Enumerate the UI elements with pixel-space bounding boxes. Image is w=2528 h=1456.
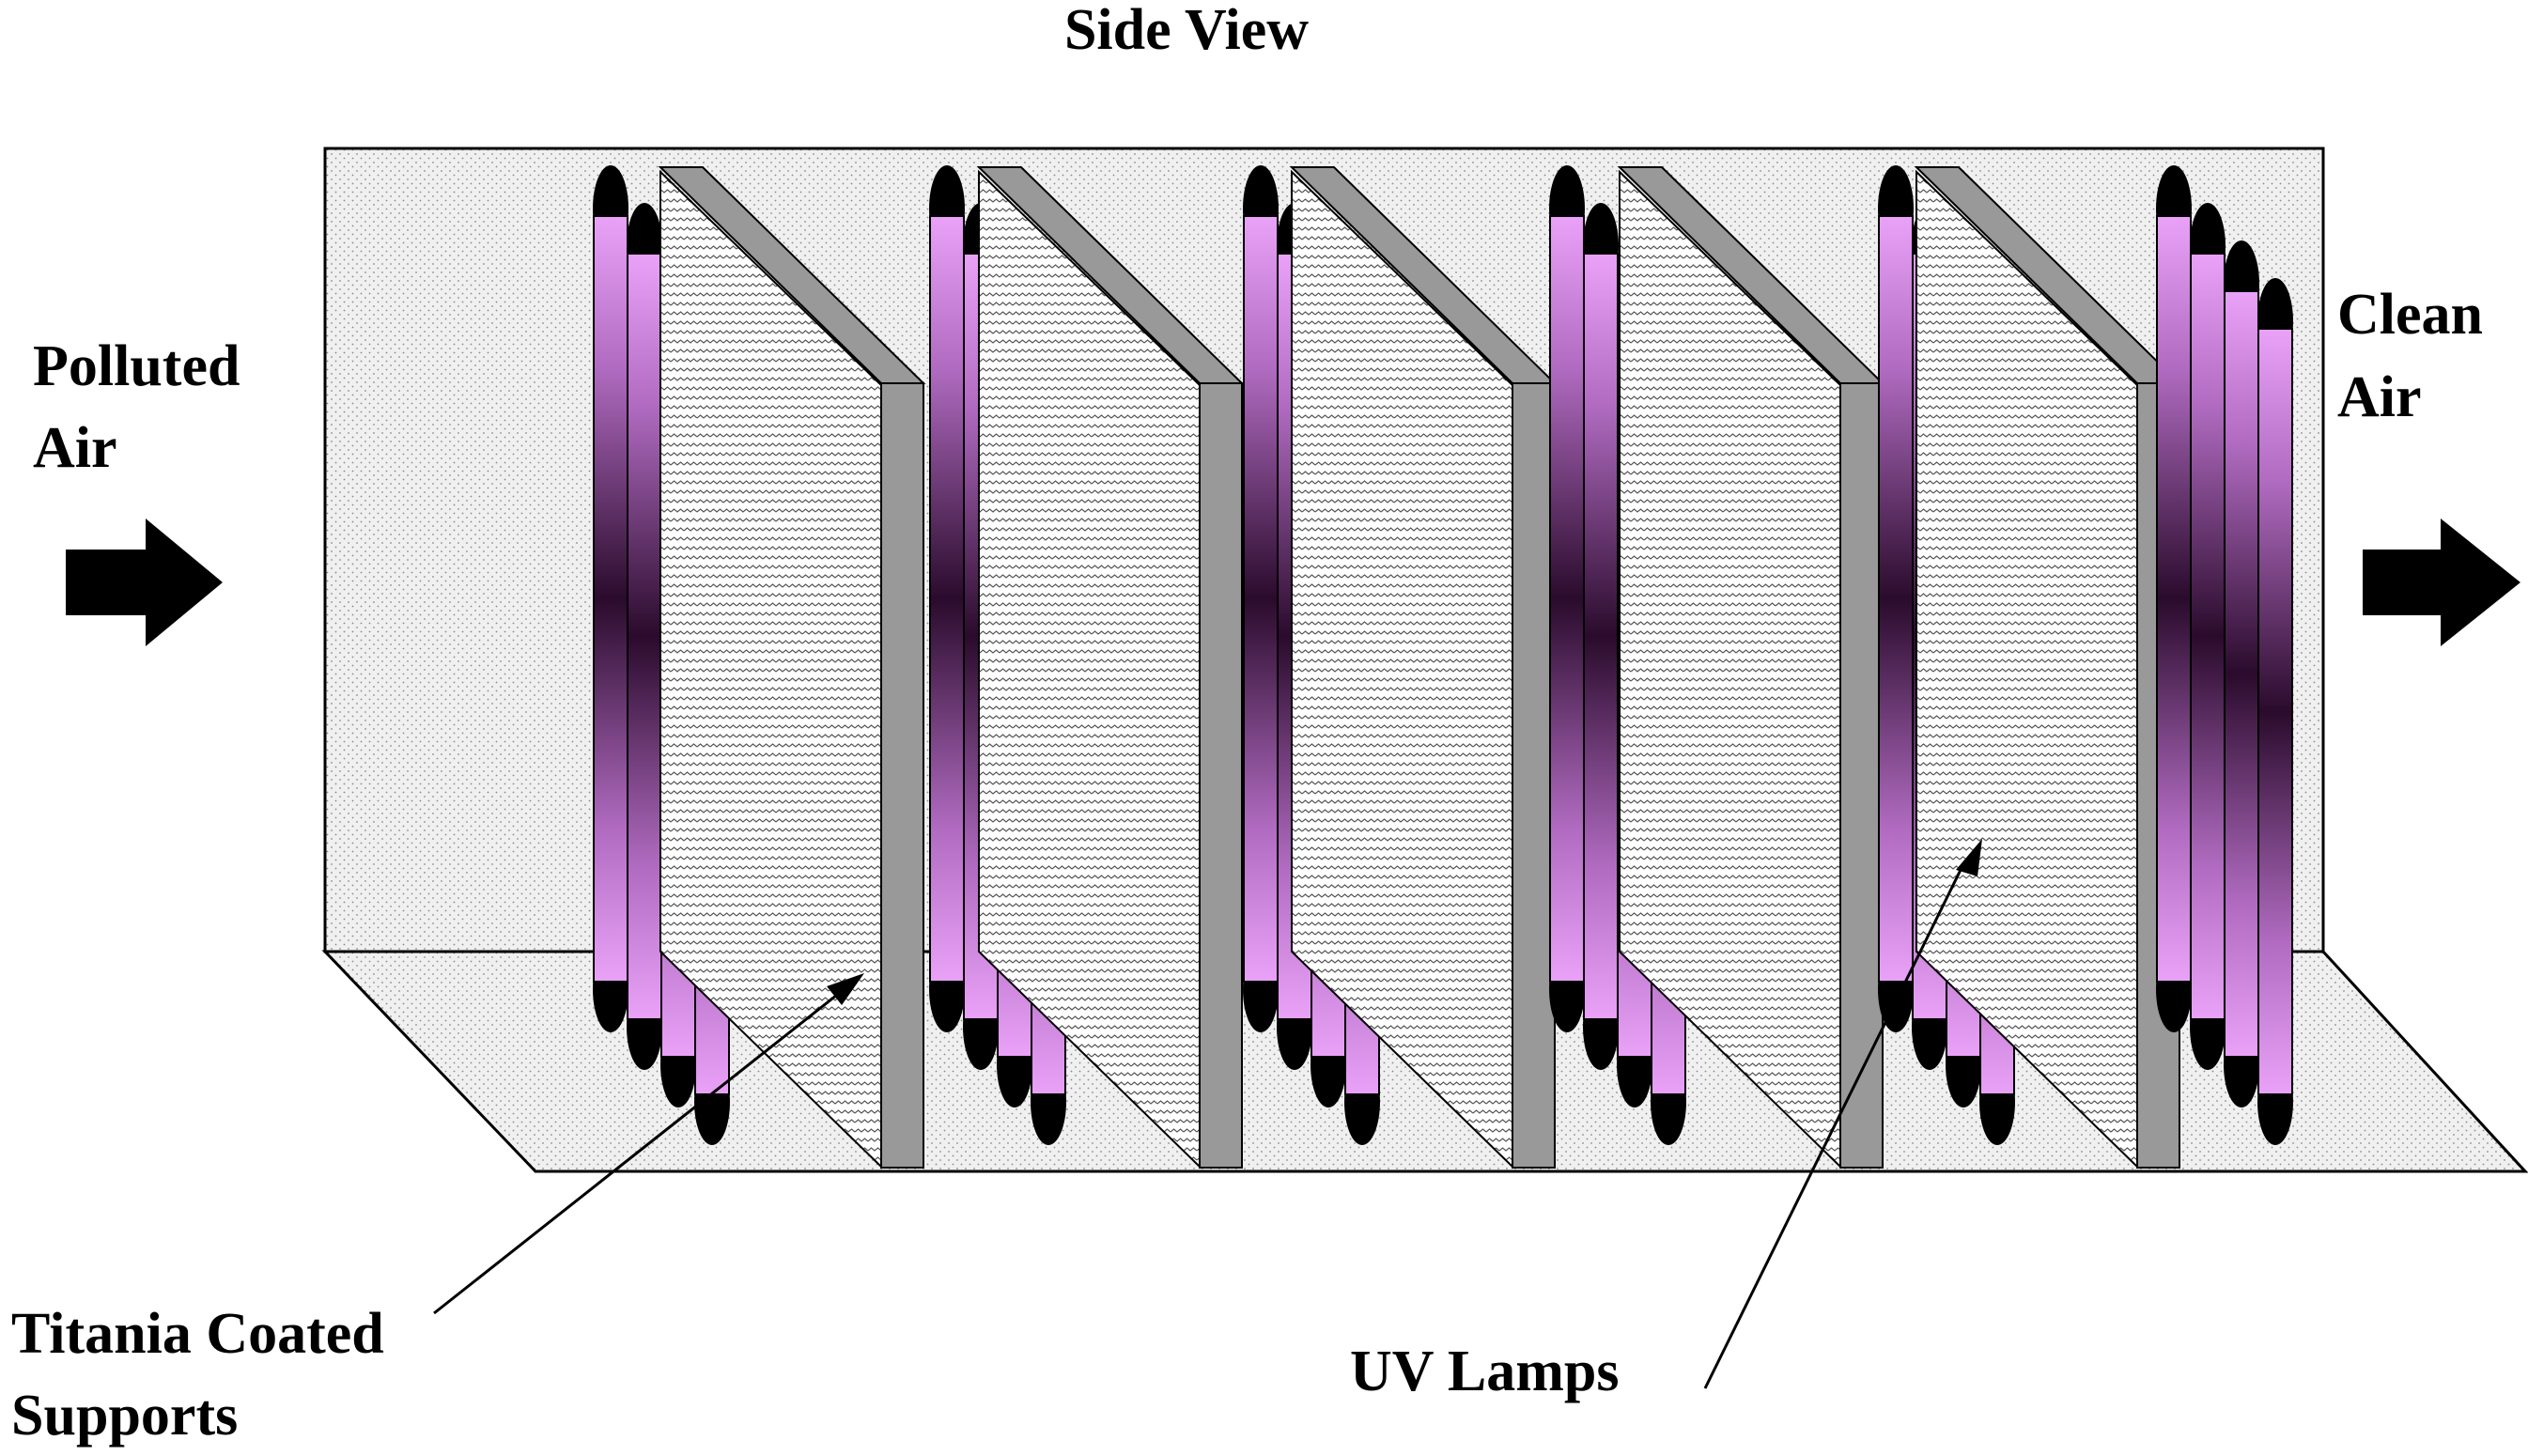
lamps-arrowhead-icon	[1956, 839, 1982, 876]
outlet-label-line2: Air	[2337, 365, 2422, 429]
titania-coated-support	[1289, 166, 1558, 1169]
supports-label-line2: Supports	[11, 1384, 238, 1448]
lamp-tube	[627, 253, 662, 1020]
titania-coated-support	[1617, 166, 1885, 1169]
uv-lamp	[1243, 165, 1279, 1032]
uv-lamp	[929, 165, 965, 1032]
diagram-title: Side View	[1064, 0, 1309, 62]
uv-lamp	[1878, 165, 1914, 1032]
inlet-label-line2: Air	[33, 416, 117, 480]
lamps-label: UV Lamps	[1350, 1340, 1620, 1403]
supports-arrowhead-icon	[827, 973, 864, 1005]
supports-callout: Titania Coated Supports	[11, 973, 864, 1448]
lamp-tube	[2156, 215, 2192, 983]
inlet-arrow-icon	[66, 519, 223, 646]
lamps-leader-line	[1703, 863, 1965, 1389]
uv-lamp	[1583, 203, 1619, 1070]
uv-lamp	[627, 203, 662, 1070]
outlet-arrow-icon	[2363, 519, 2520, 646]
lamp-tube	[1549, 215, 1585, 983]
titania-coated-support	[976, 166, 1245, 1169]
uv-lamp	[1549, 165, 1585, 1032]
lamps-callout: UV Lamps	[1350, 839, 1982, 1403]
support-front-edge	[1199, 382, 1243, 1169]
uv-lamp-bank	[2156, 165, 2293, 1145]
lamp-tube	[2257, 328, 2293, 1095]
uv-lamp	[2224, 240, 2259, 1107]
lamp-tube	[1243, 215, 1279, 983]
support-front-edge	[1512, 382, 1556, 1169]
inlet-label-line1: Polluted	[33, 334, 240, 398]
outlet-label-line1: Clean	[2337, 283, 2483, 347]
lamp-tube	[2190, 253, 2226, 1020]
uv-lamp	[2257, 278, 2293, 1145]
support-front-edge	[1839, 382, 1884, 1169]
titania-coated-support	[658, 166, 926, 1169]
lamp-tube	[1878, 215, 1914, 983]
reactor-components	[593, 165, 2293, 1169]
uv-lamp	[2156, 165, 2192, 1032]
lamp-tube	[2224, 290, 2259, 1058]
lamp-tube	[929, 215, 965, 983]
support-front-edge	[880, 382, 924, 1169]
supports-label-line1: Titania Coated	[11, 1302, 384, 1366]
uv-lamp	[2190, 203, 2226, 1070]
lamp-tube	[1583, 253, 1619, 1020]
uv-lamp	[593, 165, 628, 1032]
lamp-tube	[593, 215, 628, 983]
supports-leader-line	[433, 986, 846, 1315]
